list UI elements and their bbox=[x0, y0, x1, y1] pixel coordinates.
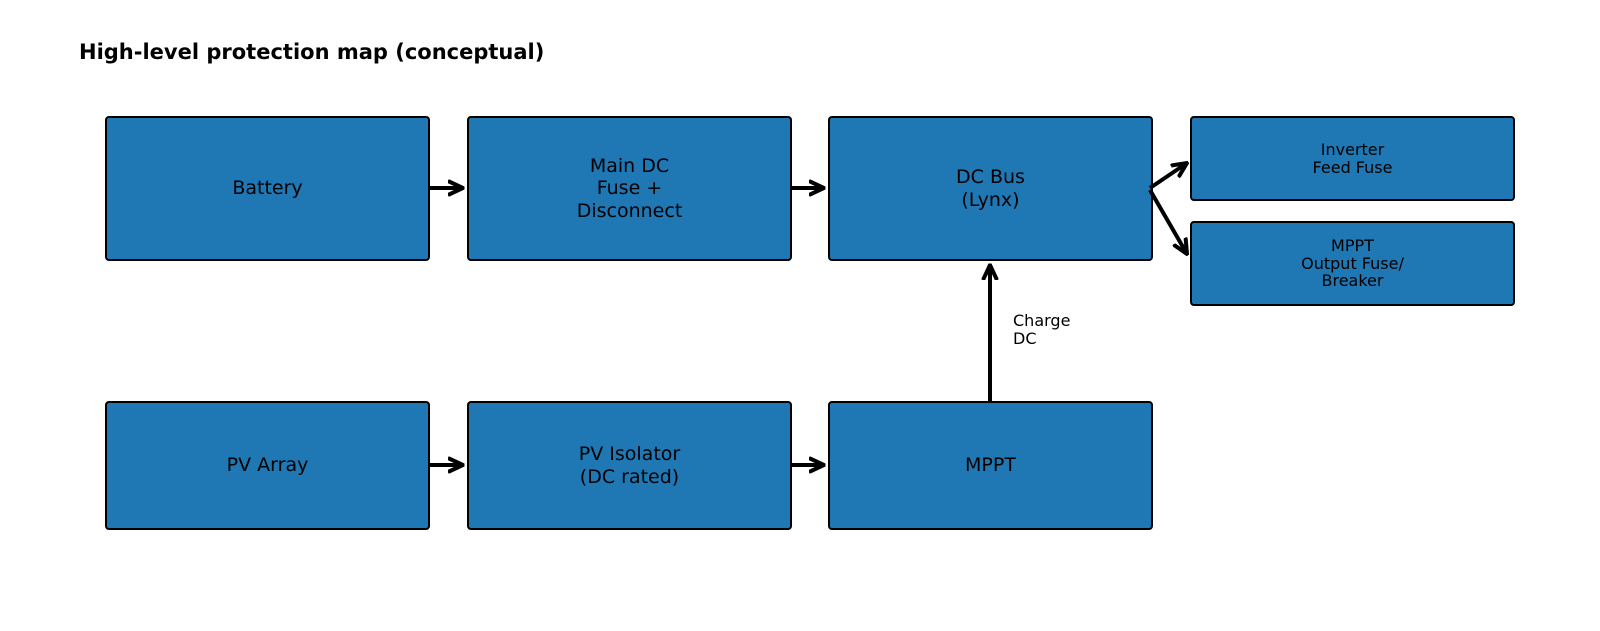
arrow-dc-bus-to-mppt-output bbox=[1148, 188, 1187, 254]
inverter-feed-fuse-label: Inverter Feed Fuse bbox=[1312, 139, 1393, 177]
mppt-output-fuse-breaker-label: MPPT Output Fuse/ Breaker bbox=[1301, 236, 1404, 291]
pv-array-node: PV Array bbox=[105, 401, 430, 530]
inverter-feed-fuse-node: Inverter Feed Fuse bbox=[1190, 116, 1515, 201]
main-dc-fuse-disconnect-node: Main DC Fuse + Disconnect bbox=[467, 116, 792, 261]
battery-node: Battery bbox=[105, 116, 430, 261]
pv-isolator-label: PV Isolator (DC rated) bbox=[578, 443, 681, 488]
mppt-label: MPPT bbox=[965, 454, 1016, 477]
arrow-dc-bus-to-inverter-fuse bbox=[1148, 163, 1187, 190]
pv-isolator-node: PV Isolator (DC rated) bbox=[467, 401, 792, 530]
mppt-node: MPPT bbox=[828, 401, 1153, 530]
battery-label: Battery bbox=[232, 177, 303, 200]
charge-dc-edge-label: Charge DC bbox=[1013, 311, 1071, 348]
dc-bus-node: DC Bus (Lynx) bbox=[828, 116, 1153, 261]
pv-array-label: PV Array bbox=[226, 454, 309, 477]
diagram-title: High-level protection map (conceptual) bbox=[79, 40, 545, 64]
dc-bus-label: DC Bus (Lynx) bbox=[956, 166, 1025, 211]
main-dc-fuse-disconnect-label: Main DC Fuse + Disconnect bbox=[576, 155, 683, 222]
mppt-output-fuse-breaker-node: MPPT Output Fuse/ Breaker bbox=[1190, 221, 1515, 306]
